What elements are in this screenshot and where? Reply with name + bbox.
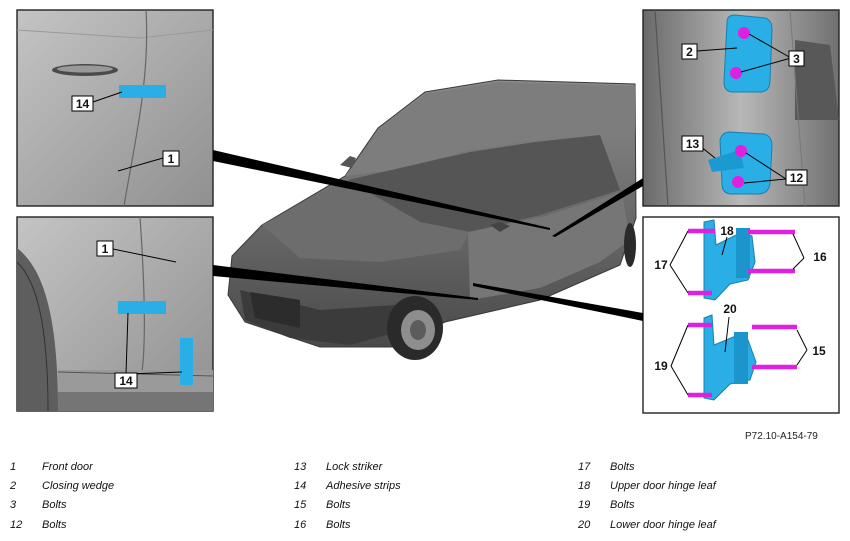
legend-label: Bolts <box>326 499 351 511</box>
legend-number: 17 <box>578 461 591 473</box>
legend-label: Closing wedge <box>42 480 115 492</box>
door-hinge-view <box>642 216 840 414</box>
figure-reference: P72.10-A154-79 <box>745 431 818 442</box>
legend-number: 20 <box>578 519 591 531</box>
b-pillar-striker-view <box>642 9 840 207</box>
callouts: 14 1 1 14 2 3 13 12 18 16 17 20 15 19 <box>71 43 827 389</box>
callout-13: 13 <box>686 137 700 151</box>
legend-label: Bolts <box>42 499 67 511</box>
legend-number: 19 <box>578 499 591 511</box>
legend-number: 18 <box>578 480 591 492</box>
callout-16: 16 <box>813 250 827 264</box>
connector-lines <box>213 150 643 321</box>
legend-number: 14 <box>294 480 307 492</box>
leader-lines <box>92 33 808 396</box>
legend-number: 1 <box>10 461 17 473</box>
legend-number: 15 <box>294 499 307 511</box>
callout-14-top: 14 <box>76 97 90 111</box>
callout-19: 19 <box>654 359 668 373</box>
callout-2: 2 <box>686 45 693 59</box>
legend-number: 16 <box>294 519 307 531</box>
lower-door-hinge <box>688 314 797 401</box>
callout-14-bottom: 14 <box>119 374 133 388</box>
callout-17: 17 <box>654 258 668 272</box>
legend-label: Lock striker <box>326 461 383 473</box>
callout-12: 12 <box>790 171 804 185</box>
legend-label: Bolts <box>42 519 67 531</box>
legend-number: 2 <box>10 480 17 492</box>
callout-20: 20 <box>723 302 737 316</box>
legend-label: Bolts <box>326 519 351 531</box>
callout-1-top: 1 <box>168 152 175 166</box>
callout-3: 3 <box>793 52 800 66</box>
legend-label: Lower door hinge leaf <box>610 519 716 531</box>
legend-number: 13 <box>294 461 307 473</box>
legend-label: Adhesive strips <box>326 480 401 492</box>
car-illustration <box>227 79 637 360</box>
legend-label: Front door <box>42 461 93 473</box>
callout-18: 18 <box>720 224 734 238</box>
legend-label: Bolts <box>610 461 635 473</box>
legend-label: Bolts <box>610 499 635 511</box>
upper-door-hinge <box>688 219 795 301</box>
legend-number: 12 <box>10 519 23 531</box>
callout-1-bottom: 1 <box>102 242 109 256</box>
front-door-handle-view <box>16 9 214 207</box>
legend-number: 3 <box>10 499 17 511</box>
callout-15: 15 <box>812 344 826 358</box>
legend-label: Upper door hinge leaf <box>610 480 716 492</box>
